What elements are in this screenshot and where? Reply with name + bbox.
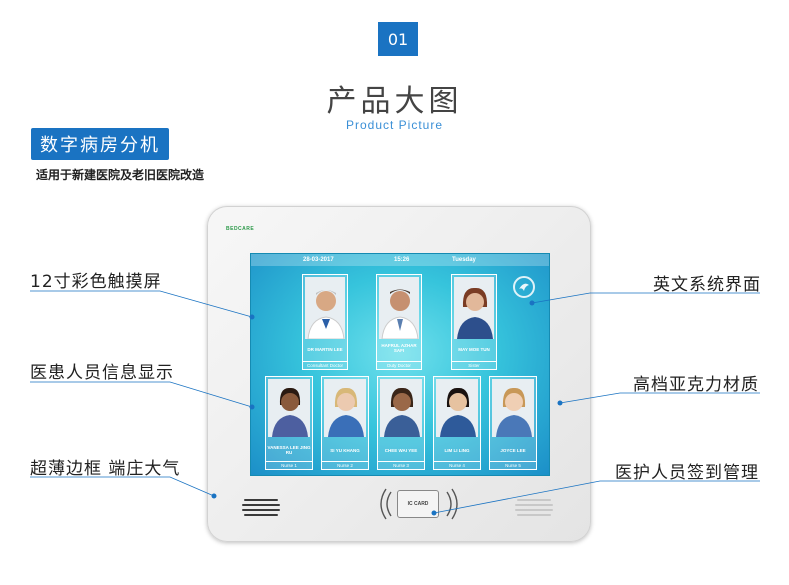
staff-photo <box>436 379 478 437</box>
callout-english-ui: 英文系统界面 <box>653 275 761 295</box>
section-number-badge: 01 <box>378 22 418 56</box>
bedside-terminal: BEDCARE 28-03-2017 15:26 Tuesday DR MART… <box>207 206 591 542</box>
staff-card[interactable]: MAY MOE TUN Sister <box>451 274 497 370</box>
touch-screen[interactable]: 28-03-2017 15:26 Tuesday DR MARTIN LEE C… <box>250 253 550 476</box>
staff-photo <box>379 277 419 339</box>
staff-role: Nurse 4 <box>434 461 480 469</box>
staff-card[interactable]: CHEE WAI YEE Nurse 3 <box>377 376 425 470</box>
staff-card[interactable]: HAFRUL AZHAR SAFI Duty Doctor <box>376 274 422 370</box>
callout-staff-display: 医患人员信息显示 <box>30 363 174 383</box>
hospital-logo-icon <box>513 276 535 298</box>
staff-photo <box>454 277 494 339</box>
staff-name: DR MARTIN LEE <box>307 347 343 352</box>
screen-time: 15:26 <box>394 257 410 263</box>
screen-date: 28-03-2017 <box>303 257 334 263</box>
callout-check-in: 医护人员签到管理 <box>615 463 759 483</box>
staff-card[interactable]: DR MARTIN LEE Consultant Doctor <box>302 274 348 370</box>
speaker-grille-left <box>240 496 282 520</box>
card-reader[interactable]: IC CARD <box>377 482 477 522</box>
page-subtitle: Product Picture <box>345 118 444 132</box>
staff-name: VANESSA LEE JING RU <box>267 445 311 455</box>
staff-card[interactable]: VANESSA LEE JING RU Nurse 1 <box>265 376 313 470</box>
staff-role: Consultant Doctor <box>303 361 347 369</box>
ic-card-icon: IC CARD <box>397 490 439 518</box>
staff-role: Nurse 2 <box>322 461 368 469</box>
staff-name: HAFRUL AZHAR SAFI <box>381 343 417 353</box>
speaker-grille-right <box>513 496 555 520</box>
staff-role: Sister <box>452 361 496 369</box>
staff-name: JOYCE LEE <box>500 448 526 453</box>
staff-name: MAY MOE TUN <box>458 347 490 352</box>
staff-card[interactable]: LIM LI LING Nurse 4 <box>433 376 481 470</box>
section-tag: 数字病房分机 <box>31 128 169 160</box>
staff-card[interactable]: SI YU KHANG Nurse 2 <box>321 376 369 470</box>
callout-thin-bezel: 超薄边框 端庄大气 <box>30 459 181 479</box>
staff-name: CHEE WAI YEE <box>384 448 418 453</box>
staff-photo <box>492 379 534 437</box>
staff-role: Nurse 3 <box>378 461 424 469</box>
staff-photo <box>305 277 345 339</box>
staff-role: Nurse 5 <box>490 461 536 469</box>
staff-photo <box>380 379 422 437</box>
callout-acrylic: 高档亚克力材质 <box>633 375 759 395</box>
section-description: 适用于新建医院及老旧医院改造 <box>36 168 205 182</box>
staff-name: SI YU KHANG <box>330 448 360 453</box>
staff-role: Duty Doctor <box>377 361 421 369</box>
screen-status-bar: 28-03-2017 15:26 Tuesday <box>251 254 549 266</box>
brand-logo: BEDCARE <box>226 226 255 232</box>
staff-name: LIM LI LING <box>444 448 470 453</box>
staff-card[interactable]: JOYCE LEE Nurse 5 <box>489 376 537 470</box>
screen-day: Tuesday <box>452 257 476 263</box>
callout-touchscreen: 12寸彩色触摸屏 <box>30 272 162 292</box>
staff-photo <box>324 379 366 437</box>
staff-role: Nurse 1 <box>266 461 312 469</box>
page-title: 产品大图 <box>326 84 463 119</box>
staff-photo <box>268 379 310 437</box>
